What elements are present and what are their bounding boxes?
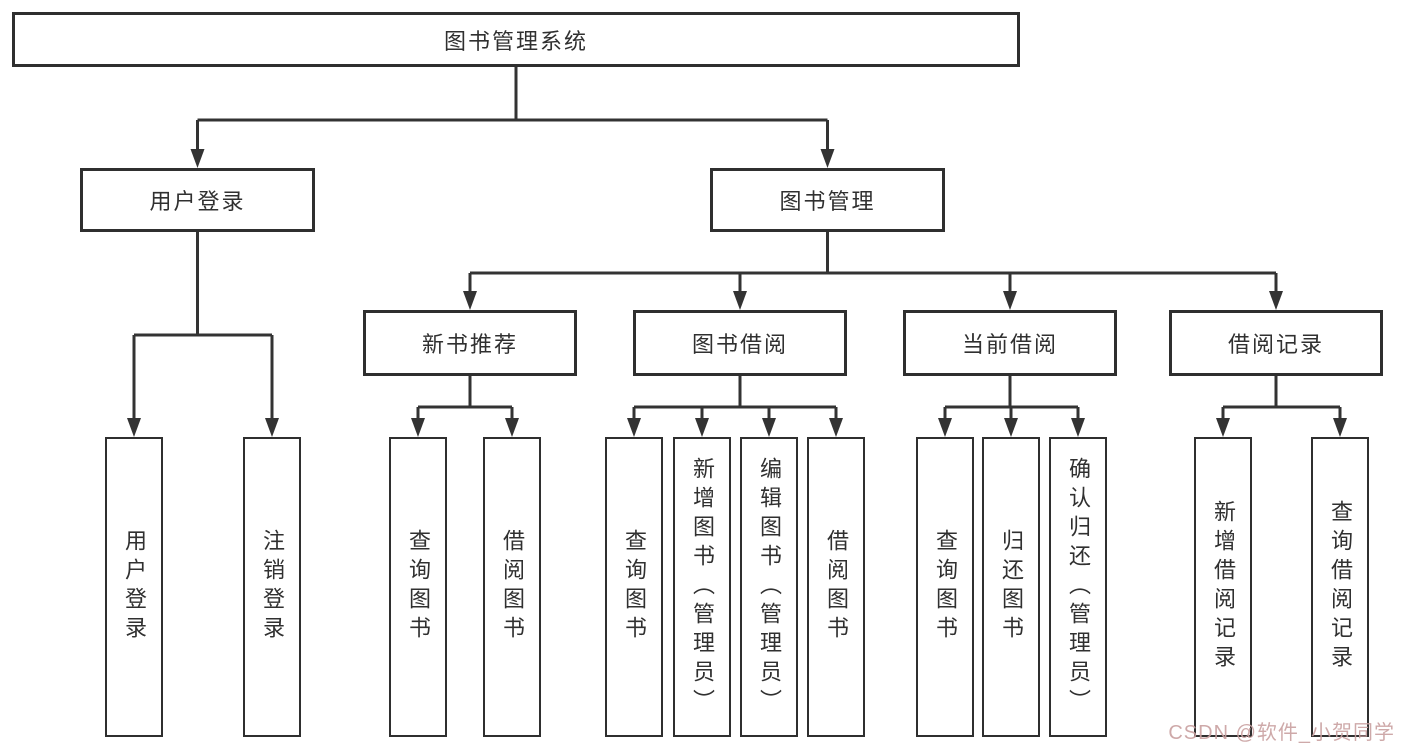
node-label: 用户登录 <box>122 529 147 645</box>
node-user-login: 用户登录 <box>80 168 315 232</box>
leaf-borrow-books-borrowing: 借阅图书 <box>807 437 865 737</box>
node-label: 用户登录 <box>149 189 246 214</box>
leaf-query-books-borrowing: 查询图书 <box>605 437 663 737</box>
node-label: 注销登录 <box>260 529 285 645</box>
leaf-query-borrow-record: 查询借阅记录 <box>1311 437 1369 737</box>
node-label: 新增图书（管理员） <box>690 456 715 718</box>
node-book-management: 图书管理 <box>710 168 945 232</box>
node-label: 借阅图书 <box>824 529 849 645</box>
node-label: 新书推荐 <box>421 332 518 357</box>
node-label: 查询图书 <box>622 529 647 645</box>
leaf-add-borrow-record: 新增借阅记录 <box>1194 437 1252 737</box>
node-label: 图书管理 <box>779 189 876 214</box>
leaf-borrow-books-recommend: 借阅图书 <box>483 437 541 737</box>
tree-edges <box>132 67 1342 422</box>
node-new-book-recommend: 新书推荐 <box>363 310 577 376</box>
node-label: 查询图书 <box>933 529 958 645</box>
csdn-watermark: CSDN @软件_小贺同学 <box>1168 722 1395 744</box>
node-book-borrowing: 图书借阅 <box>633 310 847 376</box>
leaf-logout: 注销登录 <box>243 437 301 737</box>
node-label: 归还图书 <box>999 529 1024 645</box>
node-label: 当前借阅 <box>961 332 1058 357</box>
node-label: 借阅图书 <box>500 529 525 645</box>
node-label: 编辑图书（管理员） <box>757 456 782 718</box>
node-borrowing-records: 借阅记录 <box>1169 310 1383 376</box>
leaf-confirm-return-admin: 确认归还（管理员） <box>1049 437 1107 737</box>
node-label: 确认归还（管理员） <box>1066 456 1091 718</box>
node-label: 图书借阅 <box>691 332 788 357</box>
node-label: 查询图书 <box>406 529 431 645</box>
leaf-query-books-current: 查询图书 <box>916 437 974 737</box>
node-root-system: 图书管理系统 <box>12 12 1020 67</box>
node-label: 查询借阅记录 <box>1328 500 1353 674</box>
node-label: 新增借阅记录 <box>1211 500 1236 674</box>
node-current-borrowing: 当前借阅 <box>903 310 1117 376</box>
node-label: 图书管理系统 <box>443 28 588 54</box>
leaf-return-book: 归还图书 <box>982 437 1040 737</box>
leaf-user-login: 用户登录 <box>105 437 163 737</box>
leaf-edit-book-admin: 编辑图书（管理员） <box>740 437 798 737</box>
leaf-add-book-admin: 新增图书（管理员） <box>673 437 731 737</box>
node-label: 借阅记录 <box>1227 332 1324 357</box>
arrowhead-icons <box>127 149 1347 437</box>
leaf-query-books-recommend: 查询图书 <box>389 437 447 737</box>
